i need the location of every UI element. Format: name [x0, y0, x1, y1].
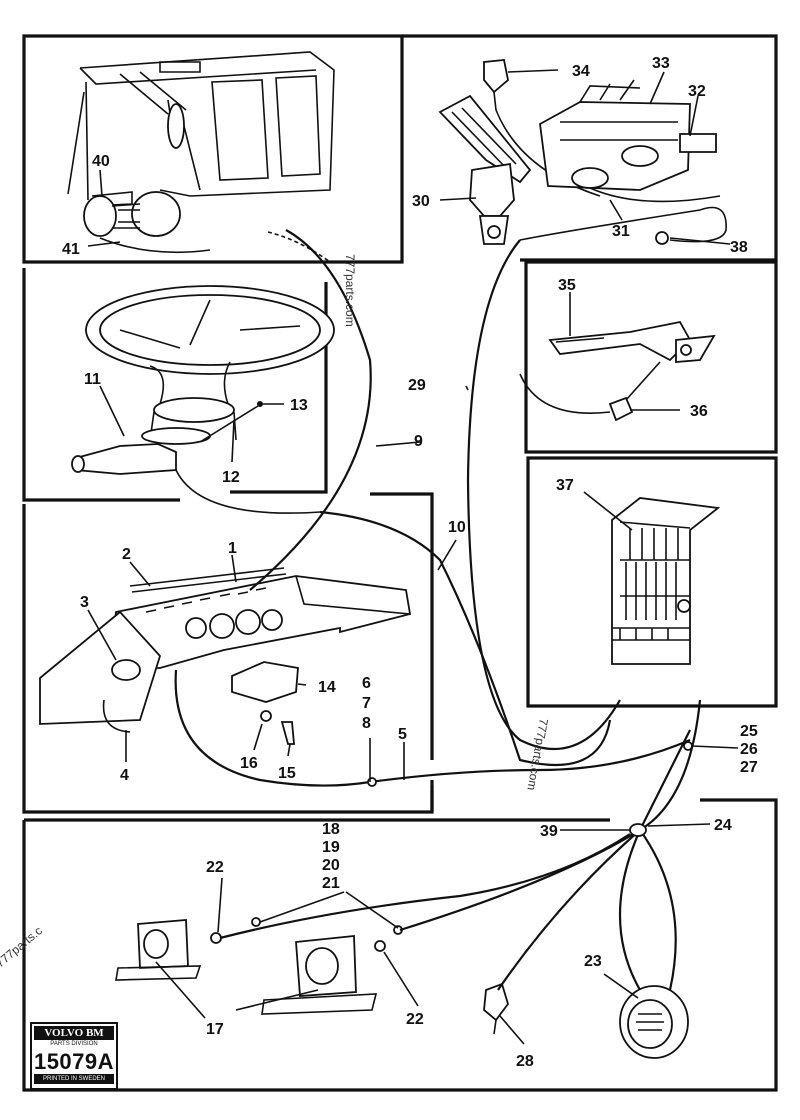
- label-number: 15079A: [33, 1049, 115, 1074]
- callout-6: 6: [362, 675, 371, 692]
- callout-32: 32: [688, 83, 706, 100]
- callout-17: 17: [206, 1021, 224, 1038]
- callout-23: 23: [584, 953, 602, 970]
- callout-10: 10: [448, 519, 466, 536]
- callout-3: 3: [80, 594, 89, 611]
- callout-26: 26: [740, 741, 758, 758]
- callout-2: 2: [122, 546, 131, 563]
- callout-16: 16: [240, 755, 258, 772]
- callout-12: 12: [222, 469, 240, 486]
- callout-9: 9: [414, 433, 423, 450]
- callout-30: 30: [412, 193, 430, 210]
- work-lamps: [115, 917, 403, 1015]
- callout-28: 28: [516, 1053, 534, 1070]
- callout-29: 29: [408, 377, 426, 394]
- control-valve: [438, 59, 601, 245]
- callout-14: 14: [318, 679, 336, 696]
- callout-5: 5: [398, 726, 407, 743]
- horn: [619, 985, 689, 1059]
- heater-fan: [83, 191, 331, 263]
- leader-lines: [67, 69, 739, 1045]
- wiring: [174, 229, 702, 991]
- watermark-1: 777parts.com: [343, 254, 357, 327]
- section-frames: [22, 34, 778, 1092]
- callout-8: 8: [362, 715, 371, 732]
- callout-22a: 22: [206, 859, 224, 876]
- valve-block: [519, 79, 727, 245]
- callout-1: 1: [228, 540, 237, 557]
- callout-39: 39: [540, 823, 558, 840]
- callout-22b: 22: [406, 1011, 424, 1028]
- callout-25: 25: [740, 723, 758, 740]
- callout-18: 18: [322, 821, 340, 838]
- callout-37: 37: [556, 477, 574, 494]
- parts-label-plate: VOLVO BM PARTS DIVISION 15079A PRINTED I…: [30, 1022, 118, 1090]
- callout-13: 13: [290, 397, 308, 414]
- callout-19: 19: [322, 839, 340, 856]
- callout-11: 11: [84, 371, 101, 388]
- callout-36: 36: [690, 403, 708, 420]
- dashboard: [39, 567, 412, 745]
- callout-21: 21: [322, 875, 340, 892]
- label-printed: PRINTED IN SWEDEN: [34, 1074, 114, 1084]
- callout-31: 31: [612, 223, 630, 240]
- callout-38: 38: [730, 239, 748, 256]
- callout-4: 4: [120, 767, 129, 784]
- callout-34: 34: [572, 63, 590, 80]
- callout-41: 41: [62, 241, 80, 258]
- callout-15: 15: [278, 765, 296, 782]
- watermark-2: 777parts.com: [524, 717, 550, 791]
- connector-28: [483, 982, 509, 1035]
- label-division: PARTS DIVISION: [50, 1041, 98, 1047]
- callout-40: 40: [92, 153, 110, 170]
- callout-24: 24: [714, 817, 732, 834]
- parking-brake-lever: [548, 320, 716, 422]
- callout-labels: 1 2 3 4 5 6 7 8 9 10 11 12 13 14 15 16 1…: [62, 55, 758, 1070]
- cab-illustration: [79, 51, 335, 201]
- callout-20: 20: [322, 857, 340, 874]
- steering-wheel: [71, 285, 335, 514]
- callout-35: 35: [558, 277, 576, 294]
- callout-7: 7: [362, 695, 371, 712]
- callout-27: 27: [740, 759, 758, 776]
- relay-box: [611, 497, 721, 665]
- label-brand: VOLVO BM: [34, 1026, 114, 1040]
- callout-33: 33: [652, 55, 670, 72]
